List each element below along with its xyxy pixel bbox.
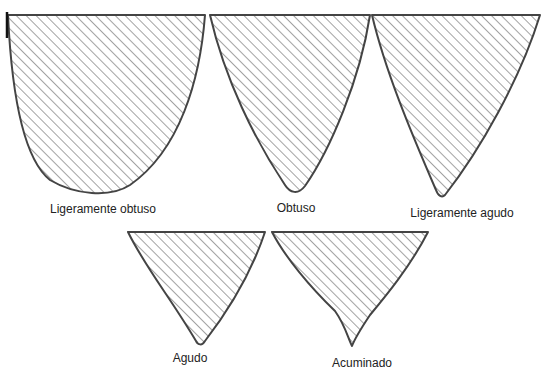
shape-caption: Ligeramente obtuso bbox=[50, 202, 156, 216]
obtuse-shape bbox=[210, 15, 370, 192]
shape-caption: Agudo bbox=[173, 351, 208, 365]
shape-caption: Acuminado bbox=[332, 356, 392, 370]
shape-caption: Ligeramente agudo bbox=[410, 206, 513, 220]
shape-caption: Obtuso bbox=[277, 201, 316, 215]
acute-shape bbox=[128, 232, 265, 344]
corner-tick bbox=[6, 12, 9, 38]
slightly-obtuse-shape bbox=[8, 15, 205, 193]
acuminate-shape bbox=[272, 232, 428, 346]
slightly-acute-shape bbox=[372, 15, 540, 196]
